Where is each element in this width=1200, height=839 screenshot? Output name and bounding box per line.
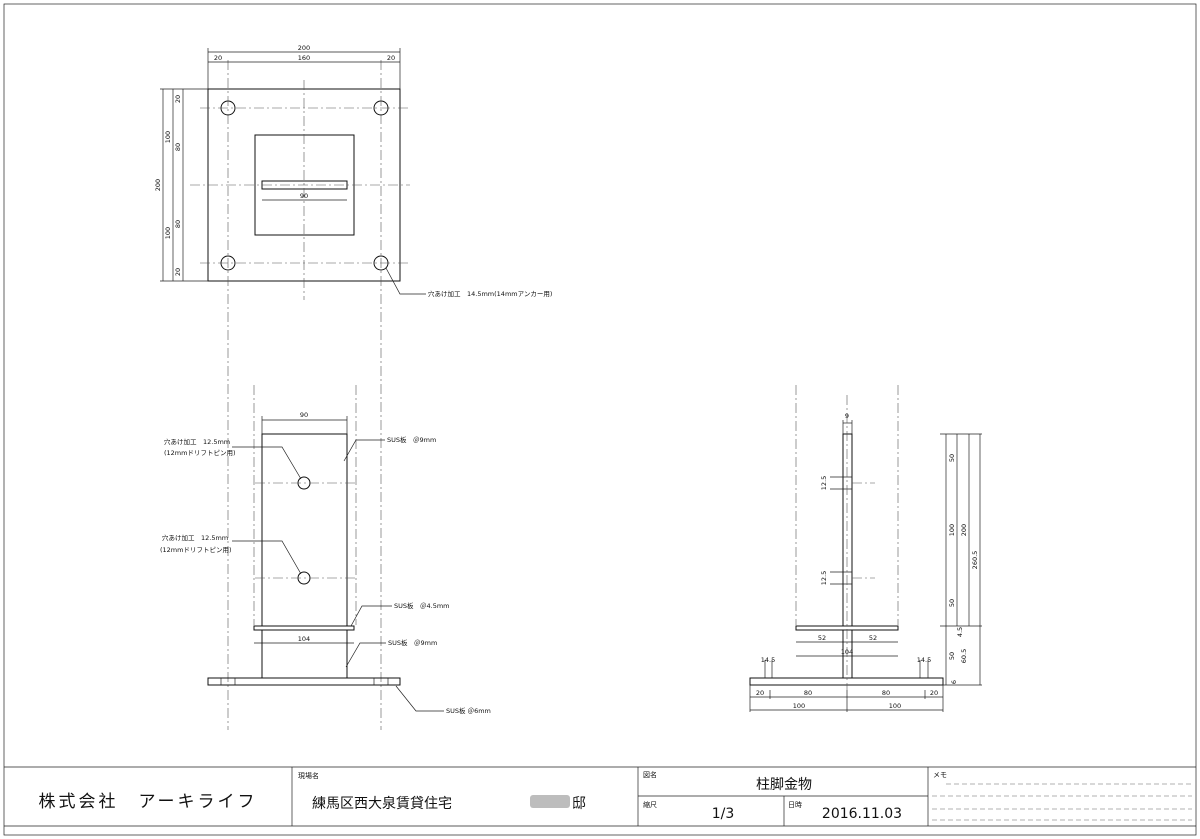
redacted-name (530, 795, 570, 808)
dim-v-45: 4.5 (956, 627, 964, 637)
dim-base-80-right: 80 (882, 689, 890, 697)
dim-v-6: 6 (950, 680, 958, 684)
dim-v-50-bottom: 50 (948, 599, 956, 607)
note-post-material: SUS板 ＠9mm (388, 638, 437, 647)
dim-v-200: 200 (960, 524, 968, 536)
base-plate-side (749, 677, 944, 686)
dim-v-100: 100 (948, 524, 956, 536)
site-name-suffix: 邸 (572, 796, 586, 812)
dim-edge-small-left: 14.5 (761, 656, 775, 664)
dim-edge-top: 20 (174, 95, 182, 103)
dim-edge-right: 20 (387, 54, 395, 62)
drawing-name: 柱脚金物 (756, 777, 812, 793)
note-pin-hole-2-l1: 穴あけ加工 12.5mm (162, 533, 228, 542)
dim-hole-span: 160 (298, 54, 310, 62)
dim-overall-width: 200 (298, 44, 310, 52)
dim-edge-small-right: 14.5 (917, 656, 931, 664)
scale-label: 縮尺 (643, 800, 657, 809)
date-value: 2016.11.03 (822, 806, 902, 822)
dim-mid-plate-width: 104 (298, 635, 310, 643)
base-plate-elevation (207, 677, 401, 686)
dim-base-20-right: 20 (930, 689, 938, 697)
dim-overall-height: 200 (154, 179, 162, 191)
note-base-material: SUS板 ＠6mm (446, 706, 491, 715)
dim-edge-left: 20 (214, 54, 222, 62)
site-label: 現場名 (298, 771, 319, 780)
dim-inner-top: 80 (174, 143, 182, 151)
drawing-label: 図名 (643, 770, 657, 779)
dim-inner-bottom: 80 (174, 220, 182, 228)
dim-v-605: 60.5 (960, 649, 968, 663)
dim-fin-width-front: 90 (300, 411, 308, 419)
title-block: 株式会社 アーキライフ 現場名 練馬区西大泉賃貸住宅 邸 図名 柱脚金物 縮尺 … (4, 766, 1196, 827)
note-pin-hole-1-l2: (12mmドリフトピン用) (164, 449, 236, 457)
front-view: 90 穴あけ加工 12.5mm (12mmドリフトピン用) 穴あけ加工 12.5… (160, 385, 491, 715)
dim-base-80-left: 80 (804, 689, 812, 697)
dim-half-bottom: 100 (164, 227, 172, 239)
dim-hole-1: 12.5 (820, 476, 828, 490)
note-fin-material: SUS板 ＠9mm (387, 435, 436, 444)
dim-base-100-left: 100 (793, 702, 805, 710)
site-name: 練馬区西大泉賃貸住宅 (312, 795, 452, 812)
dim-base-20-left: 20 (756, 689, 764, 697)
note-anchor-hole: 穴あけ加工 14.5mm(14mmアンカー用) (428, 289, 552, 298)
company-name: 株式会社 アーキライフ (39, 792, 258, 812)
dim-hole-2: 12.5 (820, 571, 828, 585)
dim-half-top: 100 (164, 131, 172, 143)
note-pin-hole-2-l2: (12mmドリフトピン用) (160, 546, 232, 554)
fin-plate-elevation (261, 433, 348, 627)
date-label: 日時 (788, 801, 802, 809)
dim-edge-bottom: 20 (174, 268, 182, 276)
memo-label: メモ (933, 771, 947, 779)
scale-value: 1/3 (712, 806, 735, 822)
note-mid-plate: SUS板 ＠4.5mm (394, 601, 450, 610)
dim-v-50-top: 50 (948, 454, 956, 462)
dim-v-50-lower: 50 (948, 652, 956, 660)
sheet-border (3, 3, 1197, 836)
dim-mid-left: 52 (818, 634, 826, 642)
side-view: 9 12.5 12.5 52 52 104 14.5 14.5 20 80 80 (749, 385, 982, 712)
dim-fin-width-top: 90 (300, 192, 308, 200)
fin-plate-side (842, 433, 853, 627)
top-view: 200 20 160 20 200 100 100 20 80 80 20 90… (154, 44, 552, 730)
dim-base-100-right: 100 (889, 702, 901, 710)
dim-v-260: 260.5 (971, 551, 979, 570)
dim-mid-right: 52 (869, 634, 877, 642)
mid-plate-elevation (253, 625, 355, 631)
note-pin-hole-1-l1: 穴あけ加工 12.5mm (164, 437, 230, 446)
